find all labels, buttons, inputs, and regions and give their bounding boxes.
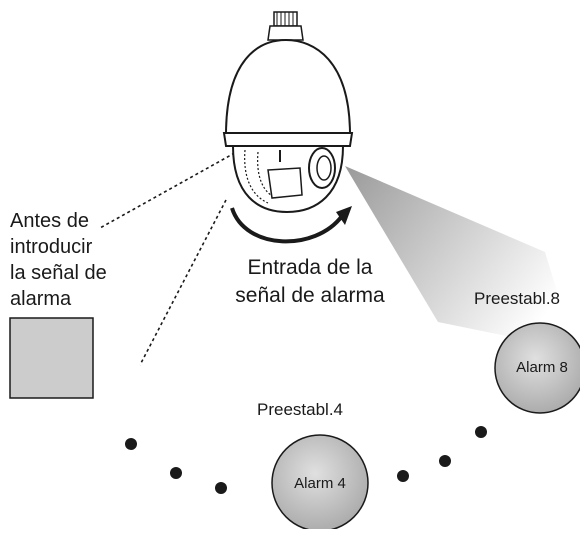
- alarm-4-label: Alarm 4: [294, 475, 346, 492]
- preset-path-dots: [125, 426, 487, 494]
- alarm-input-line-2: señal de alarma: [235, 284, 385, 307]
- alarm-signal-input-label: Entrada de la señal de alarma: [210, 254, 410, 310]
- path-dot: [439, 455, 451, 467]
- before-alarm-signal-label: Antes de introducir la señal de alarma: [10, 208, 150, 312]
- dotted-line-upper: [99, 149, 241, 229]
- path-dot: [215, 482, 227, 494]
- path-dot: [475, 426, 487, 438]
- dotted-line-lower: [139, 199, 227, 366]
- path-dot: [170, 467, 182, 479]
- path-dot: [397, 470, 409, 482]
- before-alarm-line-4: alarma: [10, 288, 72, 310]
- alarm-8-label: Alarm 8: [516, 359, 568, 376]
- before-alarm-line-1: Antes de: [10, 210, 89, 232]
- alarm-input-line-1: Entrada de la: [247, 256, 373, 279]
- preset-4-label: Preestabl.4: [257, 400, 343, 419]
- rotation-arrowhead: [336, 206, 352, 225]
- preset-8-label: Preestabl.8: [474, 289, 560, 308]
- camera-view-beam: [345, 166, 575, 350]
- ptz-dome-camera: [222, 11, 354, 214]
- before-alarm-line-3: la señal de: [10, 262, 107, 284]
- before-alarm-line-2: introducir: [10, 236, 93, 258]
- rotation-arrow: [230, 207, 344, 244]
- preset-8-circle: [494, 322, 580, 414]
- view-before-alarm-square: [9, 317, 94, 399]
- path-dot: [125, 438, 137, 450]
